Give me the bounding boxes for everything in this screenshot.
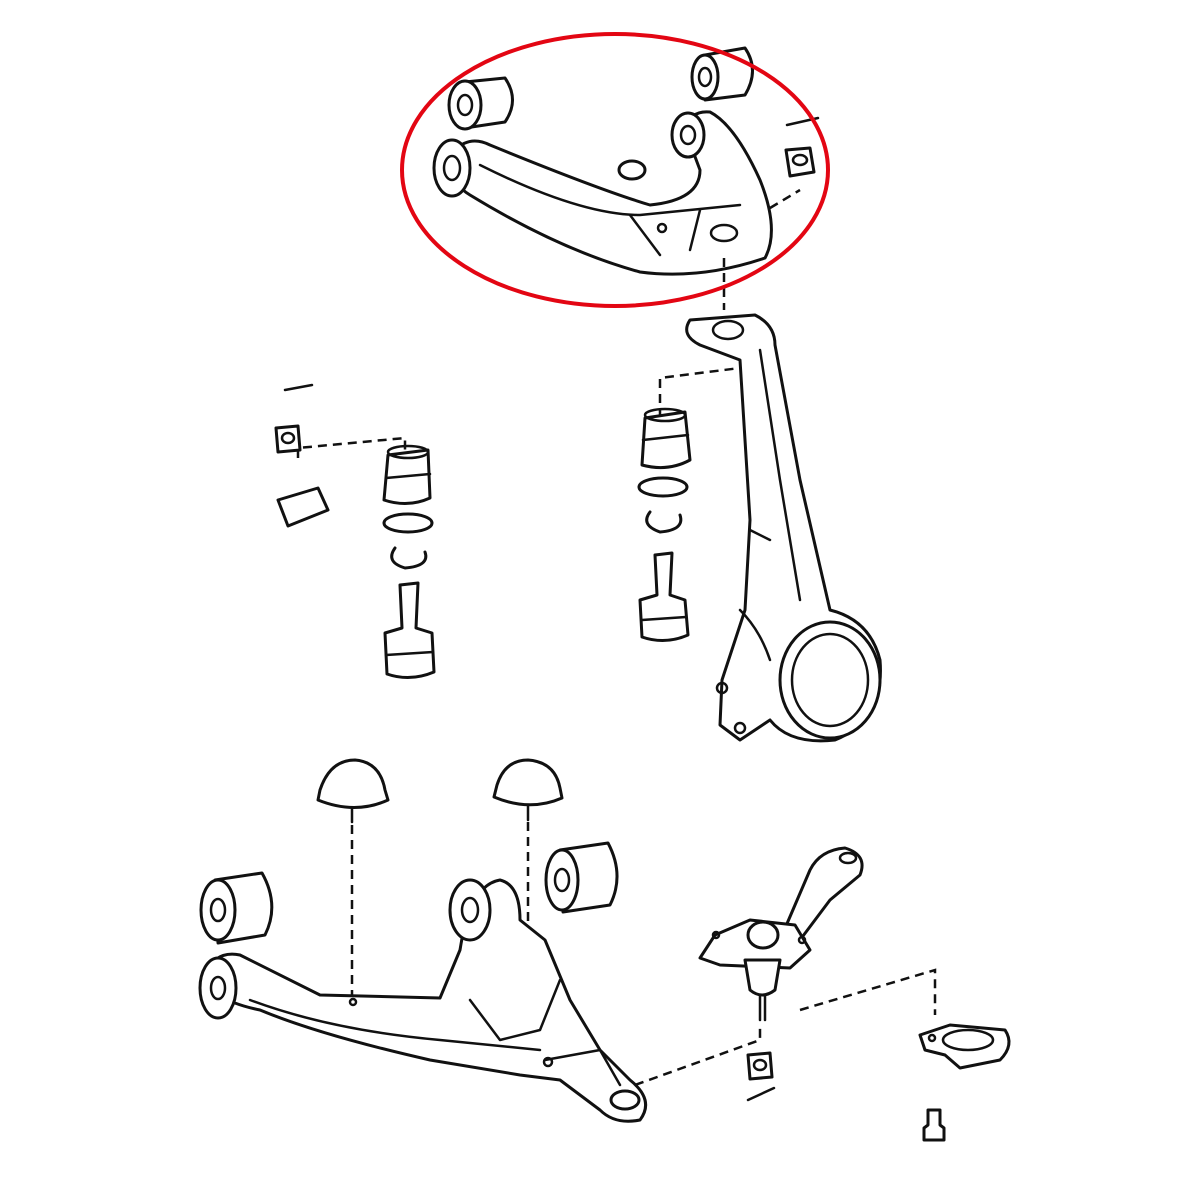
ball-joint-left	[383, 581, 436, 679]
castle-nut-left	[274, 424, 302, 454]
bump-stopper-left	[316, 758, 390, 1000]
lower-ball-joint-kit	[274, 383, 436, 679]
assembly-guide-lines	[634, 968, 937, 1087]
castle-nut-lower	[746, 1051, 774, 1081]
circlip	[645, 510, 683, 534]
lower-arm-bushing-left	[199, 871, 274, 945]
circlip-left	[390, 546, 428, 570]
dust-deflector-bracket	[918, 1023, 1011, 1070]
highlight-ellipse	[400, 32, 830, 308]
lower-ball-joint-assembly	[698, 846, 864, 1022]
ball-joint-upper	[638, 551, 690, 642]
upper-arm-plug	[617, 159, 647, 181]
lower-control-arm-assembly	[198, 841, 648, 1123]
cotter-pin-left	[283, 383, 314, 392]
upper-control-arm-assembly	[432, 46, 820, 310]
snap-ring-left	[382, 512, 434, 534]
upper-ball-joint-kit	[637, 366, 741, 642]
lower-arm-bushing-right	[544, 841, 619, 914]
dust-boot-left	[382, 444, 432, 505]
cotter-pin-lower	[746, 1086, 776, 1102]
lower-control-arm	[198, 878, 648, 1123]
steering-knuckle	[685, 313, 882, 743]
bolt	[922, 1108, 946, 1142]
upper-arm-bushing-left	[447, 76, 514, 131]
snap-ring	[637, 476, 689, 498]
grease-cap	[276, 486, 330, 528]
upper-arm-bushing-right	[690, 46, 754, 102]
upper-control-arm	[432, 110, 773, 276]
bump-stopper-right	[492, 758, 564, 940]
dust-boot-upper	[640, 407, 692, 470]
castle-nut-upper	[784, 146, 816, 178]
